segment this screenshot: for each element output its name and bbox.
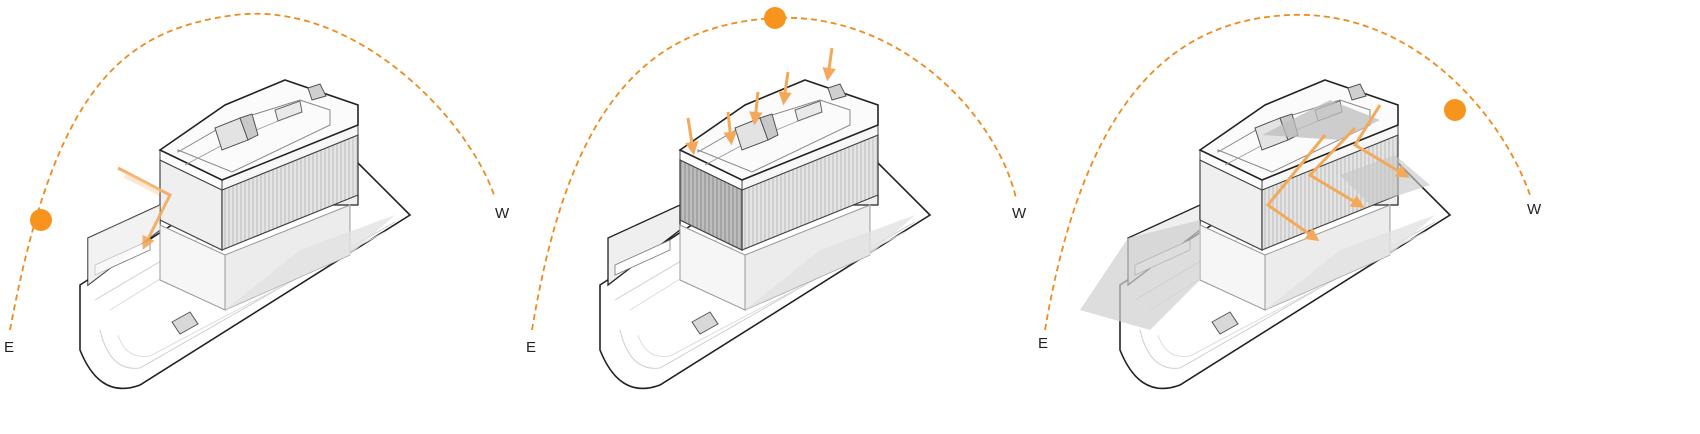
sun-icon [1444, 99, 1466, 121]
sun-ray-arrow-icon [749, 91, 763, 126]
sun-path-arc [9, 12, 496, 331]
sun-icon [764, 7, 786, 29]
cast-shadow [1262, 100, 1380, 140]
diagram-noon: E W [526, 7, 1027, 390]
sun-ray-arrow-icon [778, 71, 792, 106]
sunlit-face [88, 205, 160, 285]
building-model [599, 79, 931, 390]
east-label: E [526, 339, 536, 356]
shaded-facade [679, 159, 743, 251]
sun-ray-arrow-icon [685, 117, 699, 156]
diagram-morning: E W [4, 12, 510, 390]
east-label: E [4, 339, 14, 356]
sun-ray-arrow-icon [1265, 134, 1327, 242]
diagram-afternoon: E W [1038, 14, 1542, 390]
sun-ray-arrow-icon [117, 166, 173, 250]
cast-shadow [1080, 220, 1200, 330]
west-label: W [1527, 201, 1542, 218]
sun-ray-arrow-icon [822, 47, 836, 82]
east-label: E [1038, 335, 1048, 352]
west-label: W [1012, 205, 1027, 222]
sun-ray-arrow-icon [1352, 104, 1410, 178]
west-label: W [495, 205, 510, 222]
sun-path-arc [1044, 14, 1531, 331]
sun-icon [30, 209, 52, 231]
sun-ray-arrow-icon [723, 111, 737, 146]
sun-ray-arrow-icon [123, 172, 162, 196]
sun-ray-arrow-icon [1307, 126, 1365, 208]
